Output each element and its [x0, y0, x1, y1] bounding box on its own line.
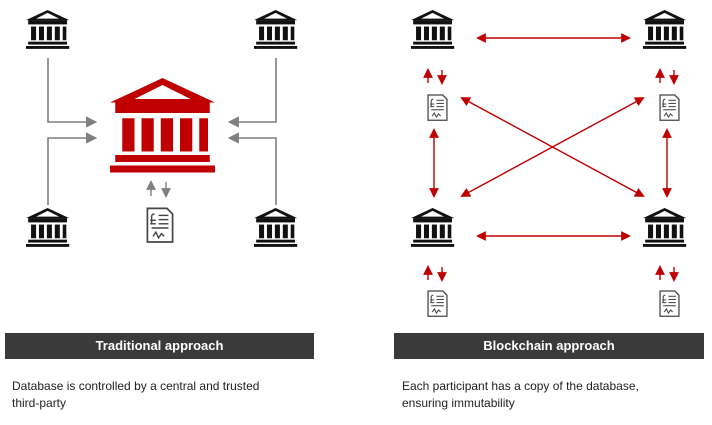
- caption-line: Database is controlled by a central and …: [12, 379, 260, 393]
- bank-icon: [411, 10, 455, 49]
- sync-arrows-icon: [423, 265, 447, 282]
- connector-arrow: [47, 132, 98, 205]
- ledger-document-icon: [427, 94, 448, 121]
- bank-icon: [643, 10, 687, 49]
- ledger-document-icon: [146, 207, 174, 243]
- sync-arrows-icon: [655, 68, 679, 85]
- caption-line: third-party: [12, 396, 67, 410]
- ledger-document-icon: [659, 290, 680, 317]
- sync-arrows-icon: [423, 68, 447, 85]
- traditional-panel: [26, 10, 298, 247]
- central-bank-icon: [110, 78, 215, 173]
- caption-line: Each participant has a copy of the datab…: [402, 379, 639, 393]
- connector-arrow: [227, 58, 277, 128]
- ledger-document-icon: [659, 94, 680, 121]
- peer-link-arrow: [460, 97, 645, 197]
- connector-arrow: [47, 58, 98, 128]
- blockchain-banner: Blockchain approach: [394, 333, 704, 359]
- blockchain-panel: [411, 10, 687, 317]
- sync-arrows-icon: [146, 180, 171, 198]
- traditional-caption: Database is controlled by a central and …: [12, 378, 312, 412]
- caption-line: ensuring immutability: [402, 396, 515, 410]
- bank-icon: [254, 10, 298, 49]
- sync-arrows-icon: [655, 265, 679, 282]
- bank-icon: [643, 208, 687, 247]
- bank-icon: [254, 208, 298, 247]
- blockchain-caption: Each participant has a copy of the datab…: [402, 378, 702, 412]
- ledger-document-icon: [427, 290, 448, 317]
- bank-icon: [26, 208, 70, 247]
- bank-icon: [26, 10, 70, 49]
- connector-arrow: [227, 132, 277, 205]
- bank-icon: [411, 208, 455, 247]
- traditional-banner: Traditional approach: [5, 333, 314, 359]
